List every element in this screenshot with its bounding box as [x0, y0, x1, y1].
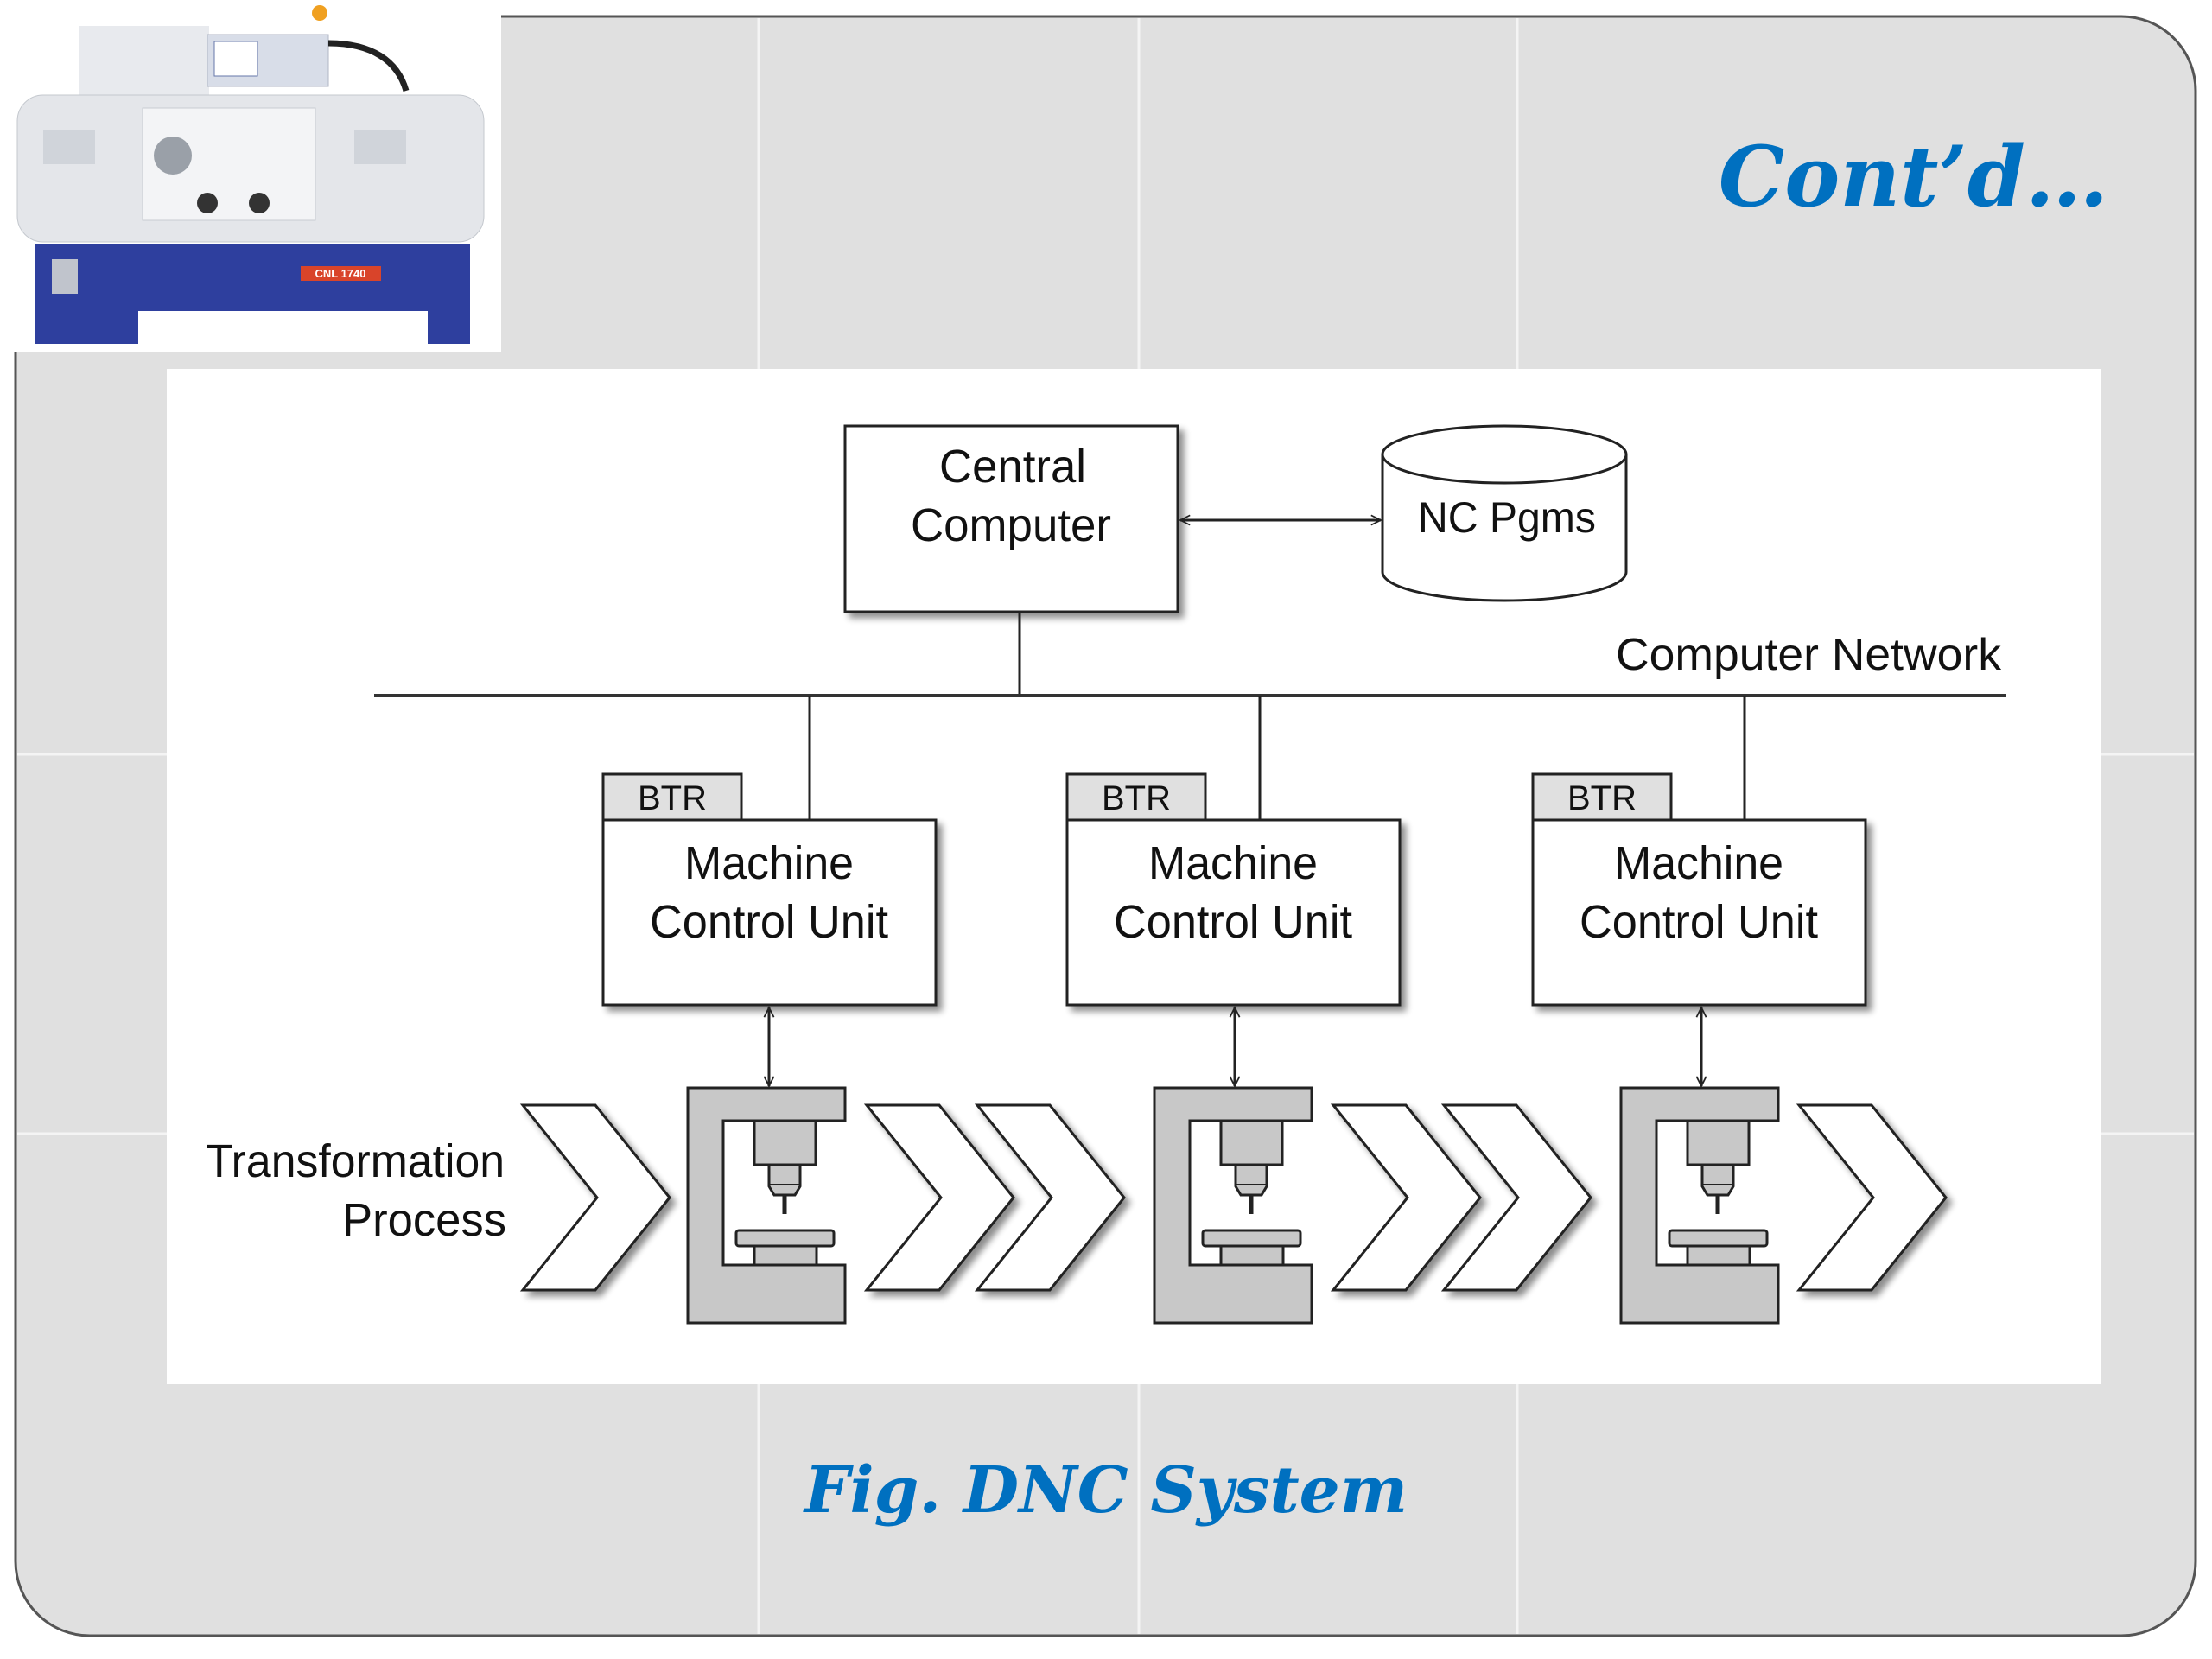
lathe-badge-label: CNL 1740	[315, 267, 365, 280]
mcu-label-line1: Machine	[1148, 837, 1318, 889]
process-label-line2: Process	[342, 1194, 506, 1246]
nc-programs-label: NC Pgms	[1418, 493, 1596, 542]
process-chevron	[974, 1103, 1126, 1292]
lathe-badge	[301, 266, 381, 281]
slide-title: Cont’d…	[1719, 128, 2108, 226]
machine-tool-icon	[1153, 1086, 1313, 1325]
machine-tool-icon	[686, 1086, 847, 1325]
btr-tab: BTR	[1531, 772, 1673, 822]
mcu-label-line1: Machine	[684, 837, 854, 889]
mcu-label-line2: Control Unit	[1580, 896, 1818, 948]
process-chevron	[1440, 1103, 1592, 1292]
process-chevron	[1796, 1103, 1948, 1292]
mcu-label-line1: Machine	[1614, 837, 1783, 889]
central-computer: Central Computer	[843, 424, 1179, 613]
process-chevron	[863, 1103, 1015, 1292]
process-chevron	[1330, 1103, 1482, 1292]
warning-light-icon	[312, 5, 327, 21]
computer-network-label: Computer Network	[1616, 630, 2002, 680]
btr-tab: BTR	[1065, 772, 1207, 822]
central-computer-label-line1: Central	[939, 441, 1086, 493]
btr-label: BTR	[1567, 779, 1637, 817]
figure-caption: Fig. DNC System	[803, 1453, 1408, 1528]
btr-label: BTR	[638, 779, 707, 817]
process-chevron	[519, 1103, 671, 1292]
machine-tool-icon	[1619, 1086, 1780, 1325]
dnc-diagram: Central Computer NC Pgms Computer Networ…	[206, 424, 2006, 1325]
mcu-label-line2: Control Unit	[650, 896, 888, 948]
nc-programs-storage: NC Pgms	[1381, 424, 1628, 602]
central-computer-label-line2: Computer	[911, 499, 1111, 551]
process-label-line1: Transformation	[206, 1135, 505, 1187]
lathe-image: CNL 1740	[0, 0, 501, 352]
btr-label: BTR	[1102, 779, 1171, 817]
btr-tab: BTR	[601, 772, 743, 822]
mcu-label-line2: Control Unit	[1114, 896, 1352, 948]
